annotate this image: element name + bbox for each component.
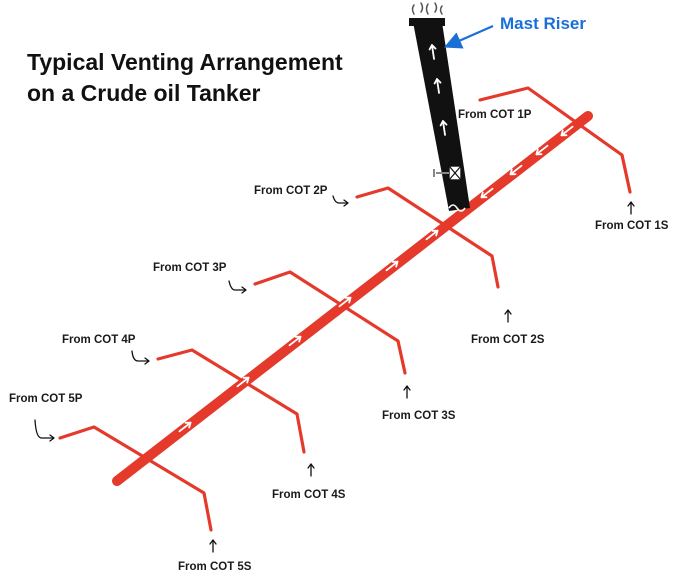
up-arrow-icon (428, 44, 437, 60)
flow-arrow (509, 164, 523, 176)
diagram-title-line-2: on a Crude oil Tanker (27, 80, 260, 106)
flow-arrow (178, 421, 192, 433)
label-cot-4p: From COT 4P (62, 334, 136, 346)
branch-pipe-cot-5 (58, 425, 213, 532)
label-cot-2s: From COT 2S (471, 334, 545, 346)
flow-arrow (425, 229, 439, 241)
label-cot-3s: From COT 3S (382, 410, 456, 422)
up-arrow-icon (504, 309, 512, 323)
hook-arrow-icon (332, 195, 349, 207)
main-vent-header (112, 111, 593, 486)
flow-arrow (288, 335, 302, 347)
up-arrow-icon (209, 539, 217, 553)
flow-arrow (480, 187, 494, 199)
flow-arrow (236, 376, 250, 388)
flow-arrow (385, 260, 399, 272)
up-arrow-icon (307, 463, 315, 477)
hook-arrow-icon (228, 280, 247, 294)
label-cot-4s: From COT 4S (272, 489, 346, 501)
mast-riser-head (409, 18, 445, 26)
label-cot-2p: From COT 2P (254, 185, 328, 197)
mast-riser (409, 2, 470, 212)
label-cot-5p: From COT 5P (9, 393, 83, 405)
branch-pipe-cot-2 (355, 186, 500, 289)
vapour-icon (411, 2, 443, 15)
label-cot-1s: From COT 1S (595, 220, 669, 232)
riser-base-joint (448, 204, 466, 212)
label-cot-1p: From COT 1P (458, 109, 532, 121)
flow-arrow (535, 144, 549, 156)
hook-arrow-icon (34, 419, 55, 442)
mast-riser-pipe (413, 22, 470, 211)
flow-arrow (560, 125, 574, 137)
diagram-title-line-1: Typical Venting Arrangement (27, 49, 343, 75)
valve-icon (433, 165, 462, 181)
mast-riser-pointer-arrow (443, 24, 494, 49)
riser-flow-arrows (428, 44, 448, 136)
up-arrow-icon (403, 385, 411, 399)
hook-arrow-icon (131, 350, 150, 365)
flow-arrow (338, 296, 352, 308)
up-arrow-icon (439, 120, 448, 136)
mast-riser-label: Mast Riser (500, 14, 586, 33)
label-cot-5s: From COT 5S (178, 561, 252, 573)
up-arrow-icon (433, 78, 442, 94)
label-cot-3p: From COT 3P (153, 262, 227, 274)
header-flow-arrows (178, 125, 574, 433)
up-arrow-icon (627, 201, 635, 215)
inflow-arrows (34, 195, 635, 553)
